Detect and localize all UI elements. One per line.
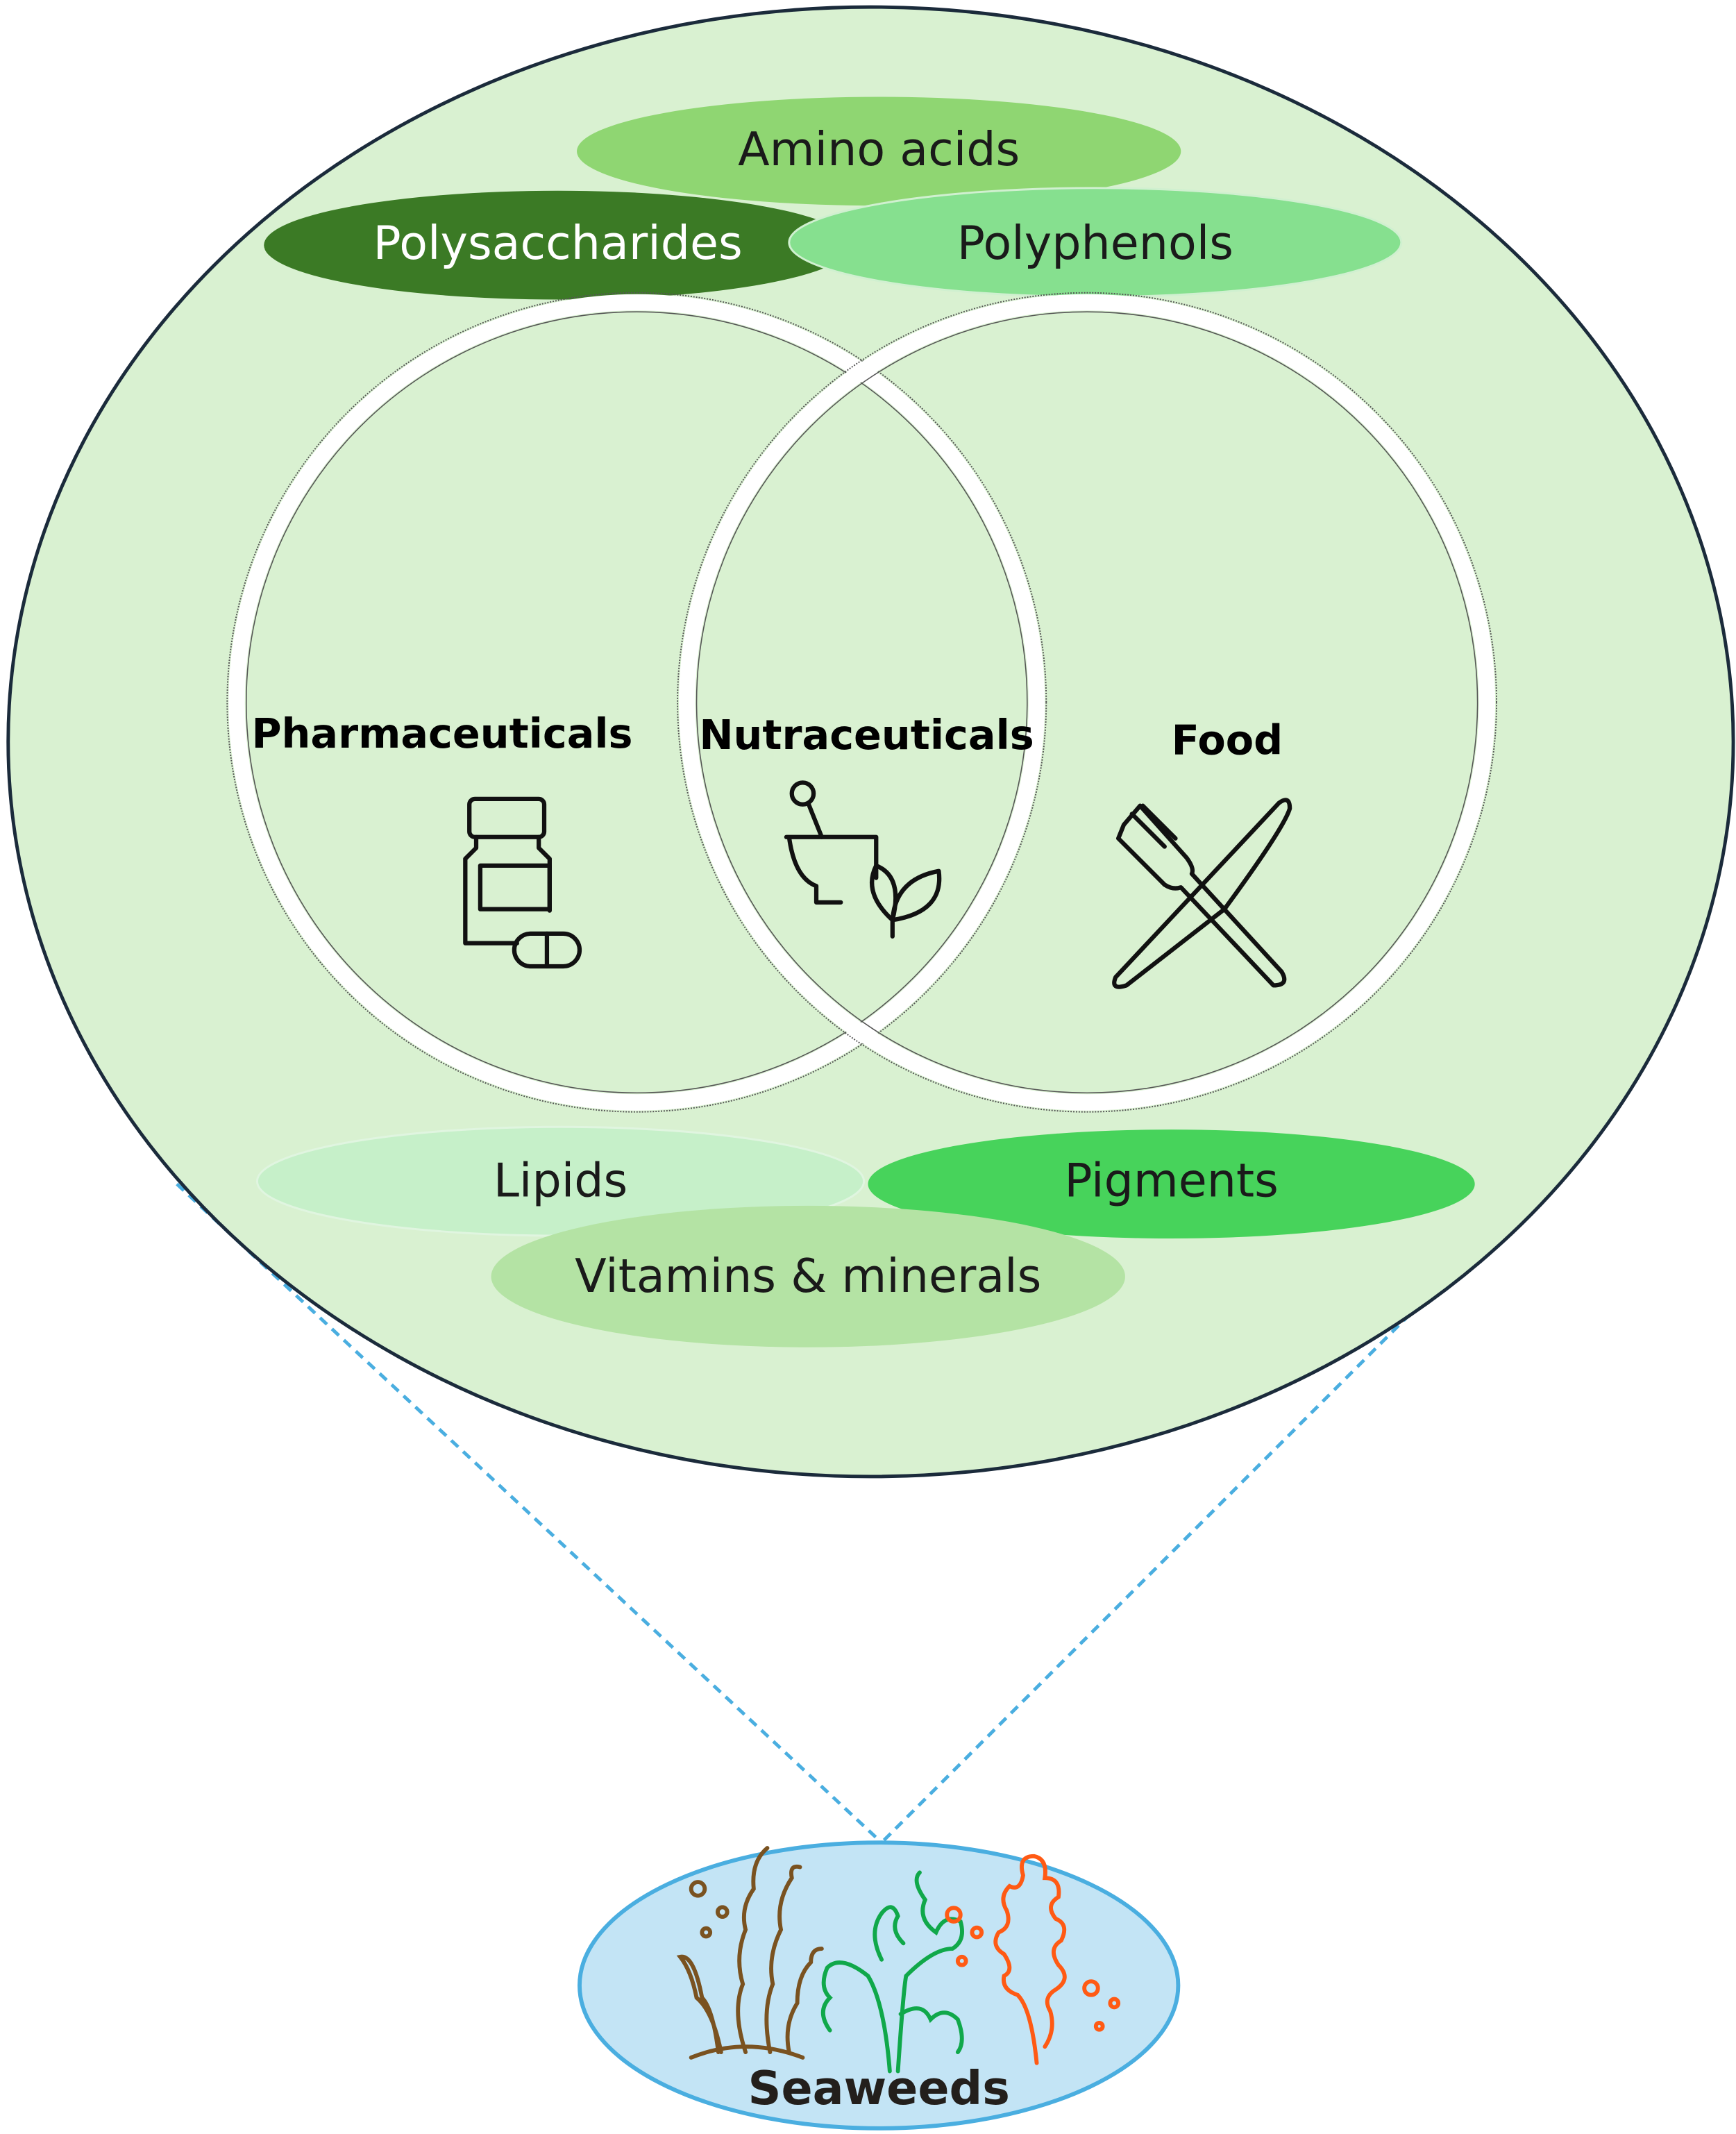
component-label: Polyphenols <box>957 216 1233 270</box>
connector-right <box>880 1278 1447 1844</box>
component-label: Pigments <box>1064 1154 1278 1208</box>
component-label: Amino acids <box>738 122 1020 176</box>
venn-circle-left <box>226 292 1047 1113</box>
component-label: Lipids <box>494 1154 627 1208</box>
component-pigments: Pigments <box>868 1129 1475 1238</box>
component-lipids: Lipids <box>255 1125 866 1237</box>
connector-left <box>176 1182 883 1845</box>
nutraceuticals-label: Nutraceuticals <box>699 711 1034 759</box>
seaweeds-label: Seaweeds <box>748 2061 1009 2115</box>
component-amino-acids: Amino acids <box>577 96 1181 206</box>
seaweeds-source: Seaweeds <box>578 1840 1181 2131</box>
seaweed-illustration-icon <box>676 1846 1121 2074</box>
component-vitamins-minerals: Vitamins & minerals <box>491 1205 1125 1347</box>
component-polyphenols: Polyphenols <box>788 187 1403 299</box>
medicine-bottle-pill-icon <box>463 796 582 969</box>
pharmaceuticals-label: Pharmaceuticals <box>251 709 632 757</box>
venn-circle-right <box>677 292 1498 1113</box>
food-label: Food <box>1172 716 1283 764</box>
component-polysaccharides: Polysaccharides <box>264 190 852 300</box>
fork-knife-icon <box>1112 798 1292 989</box>
component-label: Vitamins & minerals <box>575 1249 1041 1303</box>
mortar-pestle-leaf-icon <box>784 780 942 939</box>
component-label: Polysaccharides <box>373 216 742 270</box>
